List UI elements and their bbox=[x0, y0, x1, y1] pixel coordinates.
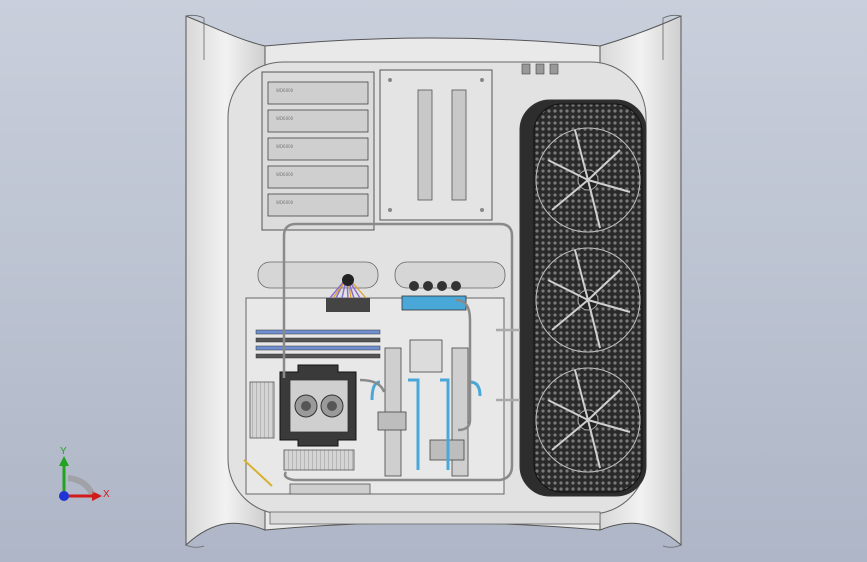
drive-bay-cage: WD6000 WD6000 WD6000 WD6000 WD6000 bbox=[261, 71, 375, 231]
chipset-heatsink bbox=[283, 449, 355, 471]
hdd-label: WD6000 bbox=[276, 116, 294, 121]
coolant-tubing bbox=[282, 222, 520, 482]
z-axis-icon bbox=[59, 491, 69, 501]
hdd-label: WD6000 bbox=[276, 200, 294, 205]
x-axis-label: X bbox=[103, 489, 110, 500]
psu-cable bbox=[243, 459, 273, 487]
hdd-sled: WD6000 bbox=[267, 165, 369, 189]
cpu-waterblock bbox=[279, 364, 357, 447]
pump-fittings bbox=[401, 281, 467, 311]
x-axis-arrowhead-icon bbox=[92, 491, 102, 501]
y-axis-arrowhead-icon bbox=[59, 456, 69, 466]
optical-bay-cage bbox=[379, 69, 493, 221]
vrm-heatsink bbox=[249, 381, 275, 439]
hdd-sled: WD6000 bbox=[267, 193, 369, 217]
hdd-sled: WD6000 bbox=[267, 137, 369, 161]
gpu-waterblock bbox=[370, 347, 482, 477]
ram-slots bbox=[255, 329, 381, 359]
front-panel-io bbox=[521, 63, 559, 75]
y-axis-label: Y bbox=[60, 446, 67, 457]
motherboard bbox=[245, 261, 506, 495]
radiator-fan-array bbox=[519, 99, 647, 497]
fan-icon bbox=[535, 127, 641, 233]
hdd-label: WD6000 bbox=[276, 144, 294, 149]
hdd-sled: WD6000 bbox=[267, 81, 369, 105]
fan-icon bbox=[535, 247, 641, 353]
atx-power-connector bbox=[326, 274, 370, 312]
axis-triad[interactable]: Y X bbox=[59, 446, 110, 501]
hdd-label: WD6000 bbox=[276, 172, 294, 177]
hdd-label: WD6000 bbox=[276, 88, 294, 93]
hdd-sled: WD6000 bbox=[267, 109, 369, 133]
fan-icon bbox=[535, 367, 641, 473]
